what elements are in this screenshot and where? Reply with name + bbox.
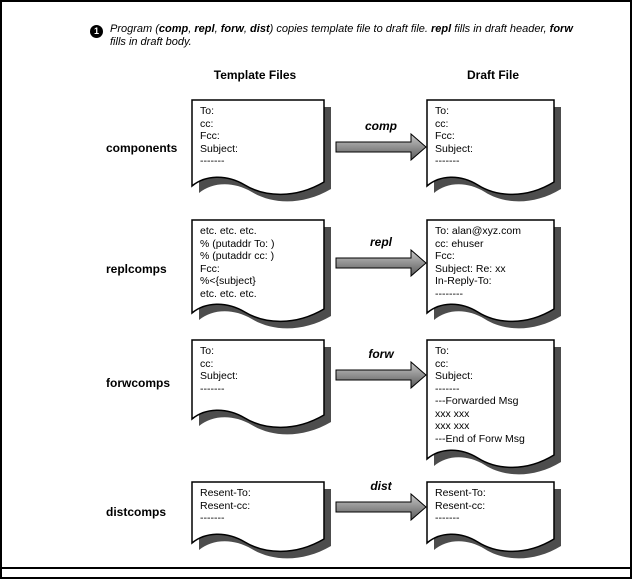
forwcomps-draft-document: To: cc: Subject: ------- ---Forwarded Ms… <box>426 339 561 475</box>
repl-right-arrow-icon <box>335 248 427 278</box>
note-segment: Program ( <box>110 23 159 35</box>
replcomps-draft-document: To: alan@xyz.com cc: ehuser Fcc: Subject… <box>426 219 561 329</box>
repl-arrow-label: repl <box>369 235 392 249</box>
forwcomps-template-document: To: cc: Subject: ------- <box>191 339 331 435</box>
dist-arrow-label: dist <box>370 479 392 493</box>
note-program-name: repl <box>194 23 215 35</box>
distcomps-template-document: Resent-To: Resent-cc: ------- <box>191 481 331 559</box>
distcomps-draft-text: Resent-To: Resent-cc: ------- <box>435 487 486 524</box>
comp-right-arrow-icon <box>335 132 427 162</box>
note-program-name: repl <box>431 23 452 35</box>
note-program-name: dist <box>250 23 270 35</box>
comp-arrow-label: comp <box>364 119 397 133</box>
components-template-document: To: cc: Fcc: Subject: ------- <box>191 99 331 202</box>
column-header-draft-file: Draft File <box>466 68 519 82</box>
replcomps-template-document: etc. etc. etc. % (putaddr To: ) % (putad… <box>191 219 331 329</box>
column-header-template-files: Template Files <box>213 68 297 82</box>
note-program-name: forw <box>549 23 573 35</box>
components-row-label: components <box>106 141 178 155</box>
forw-right-arrow-icon <box>335 360 427 390</box>
note-segment: , <box>188 23 195 35</box>
distcomps-row-label: distcomps <box>106 505 167 519</box>
components-draft-document: To: cc: Fcc: Subject: ------- <box>426 99 561 202</box>
replcomps-template-text: etc. etc. etc. % (putaddr To: ) % (putad… <box>200 225 275 300</box>
note-program-name: forw <box>220 23 244 35</box>
note-segment: , <box>214 23 221 35</box>
components-draft-text: To: cc: Fcc: Subject: ------- <box>435 105 473 167</box>
forw-arrow-label: forw <box>368 347 394 361</box>
components-template-text: To: cc: Fcc: Subject: ------- <box>200 105 238 167</box>
forwcomps-draft-text: To: cc: Subject: ------- ---Forwarded Ms… <box>435 345 525 445</box>
note-segment: , <box>243 23 251 35</box>
dist-right-arrow-icon <box>335 492 427 522</box>
note-program-name: comp <box>158 23 189 35</box>
note-segment: fills in draft header, <box>451 23 550 35</box>
note-segment: fills in draft body. <box>110 36 192 48</box>
distcomps-template-text: Resent-To: Resent-cc: ------- <box>200 487 251 524</box>
note-segment: ) copies template file to draft file. <box>269 23 432 35</box>
forwcomps-template-text: To: cc: Subject: ------- <box>200 345 238 395</box>
forwcomps-row-label: forwcomps <box>106 376 171 390</box>
distcomps-draft-document: Resent-To: Resent-cc: ------- <box>426 481 561 559</box>
replcomps-draft-text: To: alan@xyz.com cc: ehuser Fcc: Subject… <box>435 225 521 300</box>
bottom-divider <box>2 567 630 569</box>
replcomps-row-label: replcomps <box>106 262 167 276</box>
note-number-badge: 1 <box>90 25 103 38</box>
figure-note: Program (comp, repl, forw, dist) copies … <box>110 23 582 49</box>
